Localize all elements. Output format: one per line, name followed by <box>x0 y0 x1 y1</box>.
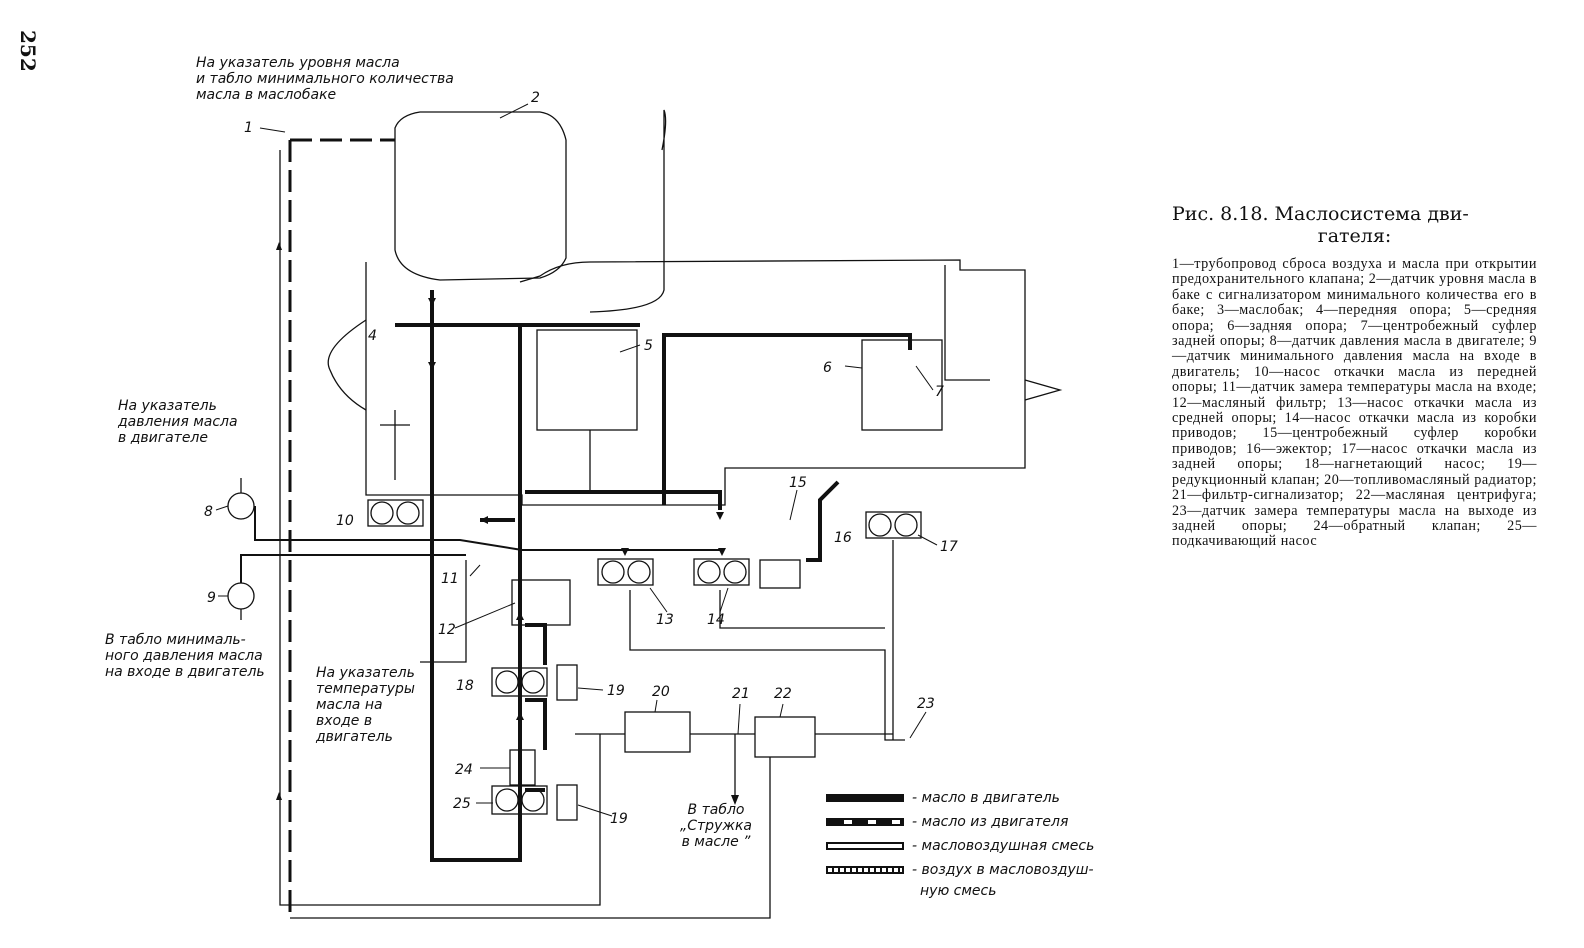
sensor-9 <box>227 582 255 610</box>
legend-item: - воздух в масловоздуш- <box>826 858 1146 882</box>
figure-caption: Рис. 8.18. Маслосистема дви- гателя: 1—т… <box>1172 203 1537 550</box>
annotation-line: и табло минимального количества <box>196 71 454 87</box>
engine-casing <box>365 259 1026 506</box>
label-2: 2 <box>531 90 540 106</box>
label-22: 22 <box>774 686 792 702</box>
middle-support <box>536 329 638 431</box>
legend-label: ную смесь <box>920 883 997 899</box>
annotation-line: масла в маслобаке <box>196 87 337 103</box>
label-24: 24 <box>455 762 473 778</box>
annotation-line: температуры <box>316 681 415 697</box>
annotation-temperature: На указатель температуры масла на входе … <box>316 665 415 745</box>
label-25: 25 <box>453 796 471 812</box>
caption-body: 1—трубопровод сброса воздуха и масла при… <box>1172 256 1537 550</box>
caption-title-line1: Рис. 8.18. Маслосистема дви- <box>1172 203 1469 225</box>
annotation-line: На указатель <box>316 665 415 681</box>
pump-14 <box>693 558 750 586</box>
label-8: 8 <box>204 504 213 520</box>
annotation-line: „Стружка <box>680 818 753 834</box>
engine-tail <box>1024 379 1063 401</box>
fuel-oil-radiator <box>624 711 691 753</box>
oil-tank <box>394 111 567 281</box>
legend-label: - масло в двигатель <box>912 790 1060 806</box>
legend-item: - масловоздушная смесь <box>826 834 1146 858</box>
label-15: 15 <box>789 475 807 491</box>
annotation-line: масла на <box>316 697 383 713</box>
component-labels: 1 2 4 5 6 7 8 9 10 11 12 13 14 15 16 17 … <box>204 90 958 827</box>
label-5: 5 <box>644 338 653 354</box>
oil-centrifuge <box>754 716 816 758</box>
annotation-line: В табло минималь- <box>105 632 246 648</box>
annotation-line: двигатель <box>316 729 393 745</box>
legend-swatch-dotted <box>826 866 904 874</box>
legend-item: ную смесь <box>826 882 1146 900</box>
annotation-oil-pressure: На указатель давления масла в двигателе <box>118 398 238 446</box>
annotation-line: давления масла <box>118 414 238 430</box>
annotation-line: ного давления масла <box>105 648 263 664</box>
rear-support <box>861 339 943 431</box>
legend: - масло в двигатель - масло из двигателя… <box>826 786 1146 900</box>
label-14: 14 <box>707 612 725 628</box>
legend-item: - масло в двигатель <box>826 786 1146 810</box>
reducing-valve-19a <box>556 664 578 701</box>
pump-10 <box>367 499 424 527</box>
annotation-line: входе в <box>316 713 373 729</box>
label-1: 1 <box>244 120 253 136</box>
label-11: 11 <box>441 571 459 587</box>
label-12: 12 <box>438 622 456 638</box>
label-4: 4 <box>368 328 377 344</box>
legend-label: - масловоздушная смесь <box>912 838 1095 854</box>
legend-label: - масло из двигателя <box>912 814 1069 830</box>
annotation-line: На указатель <box>118 398 217 414</box>
caption-title: Рис. 8.18. Маслосистема дви- гателя: <box>1172 203 1537 247</box>
label-20: 20 <box>652 684 670 700</box>
label-6: 6 <box>823 360 832 376</box>
label-10: 10 <box>336 513 354 529</box>
pump-17 <box>865 511 922 539</box>
label-7: 7 <box>935 384 944 400</box>
pump-13 <box>597 558 654 586</box>
label-16: 16 <box>834 530 852 546</box>
annotation-chips: В табло „Стружка в масле ” <box>680 802 752 850</box>
label-19a: 19 <box>607 683 625 699</box>
label-13: 13 <box>656 612 674 628</box>
legend-swatch-dash <box>826 818 904 826</box>
check-valve-24 <box>509 749 536 786</box>
label-9: 9 <box>207 590 216 606</box>
label-23: 23 <box>917 696 935 712</box>
legend-swatch-thick <box>826 794 904 802</box>
reducing-valve-19b <box>556 784 578 821</box>
engine-nose <box>327 319 367 411</box>
annotation-oil-level: На указатель уровня масла и табло минима… <box>196 55 454 103</box>
legend-swatch-hollow <box>826 842 904 850</box>
annotation-line: в двигателе <box>118 430 208 446</box>
annotation-min-pressure: В табло минималь- ного давления масла на… <box>105 632 265 680</box>
label-17: 17 <box>940 539 958 555</box>
caption-title-line2: гателя: <box>1317 225 1392 247</box>
label-18: 18 <box>456 678 474 694</box>
label-19b: 19 <box>610 811 628 827</box>
annotation-line: На указатель уровня масла <box>196 55 400 71</box>
annotation-line: в масле ” <box>681 834 751 850</box>
annotation-line: В табло <box>687 802 745 818</box>
legend-item: - масло из двигателя <box>826 810 1146 834</box>
annotation-line: на входе в двигатель <box>105 664 265 680</box>
label-21: 21 <box>732 686 750 702</box>
legend-label: - воздух в масловоздуш- <box>912 862 1094 878</box>
sensor-8 <box>227 492 255 520</box>
